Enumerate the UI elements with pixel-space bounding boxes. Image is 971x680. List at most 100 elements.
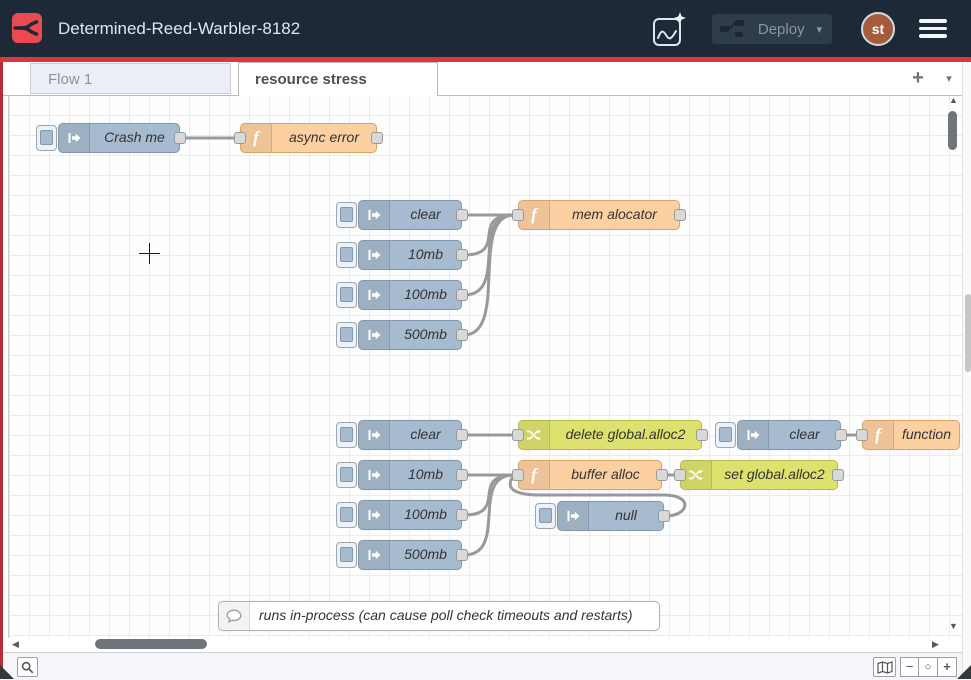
inject-button[interactable] — [715, 422, 736, 448]
accent-top-border — [0, 57, 971, 62]
tab-label: Flow 1 — [48, 71, 93, 88]
scroll-left-icon[interactable]: ◀ — [12, 639, 19, 649]
inject-button[interactable] — [336, 502, 357, 528]
node-100mb-2[interactable]: 100mb — [336, 500, 468, 530]
page-scrollbar-thumb[interactable] — [964, 294, 971, 372]
output-port[interactable] — [696, 429, 708, 441]
node-label: async error — [288, 129, 360, 145]
deploy-button[interactable]: Deploy ▾ — [712, 14, 832, 44]
flow-canvas[interactable] — [8, 95, 963, 638]
page-scrollbar-track[interactable] — [962, 62, 971, 679]
inject-button[interactable] — [336, 202, 357, 228]
inject-button[interactable] — [336, 242, 357, 268]
inject-button[interactable] — [336, 422, 357, 448]
output-port[interactable] — [835, 429, 847, 441]
add-flow-button[interactable]: + — [912, 67, 924, 89]
node-10mb-2[interactable]: 10mb — [336, 460, 468, 490]
input-port[interactable] — [674, 469, 686, 481]
node-crash-me[interactable]: Crash me — [36, 123, 186, 153]
tab-resource-stress[interactable]: resource stress — [238, 62, 438, 96]
input-port[interactable] — [856, 429, 868, 441]
flowfuse-logo[interactable] — [12, 13, 42, 43]
node-clear-3[interactable]: clear — [715, 420, 847, 450]
assistant-sparkle-icon[interactable] — [650, 10, 690, 50]
output-port[interactable] — [456, 509, 468, 521]
output-port[interactable] — [832, 469, 844, 481]
inject-button[interactable] — [336, 282, 357, 308]
deploy-caret-icon[interactable]: ▾ — [816, 23, 822, 36]
node-label: mem alocator — [572, 206, 657, 222]
inject-arrow-icon — [359, 461, 390, 489]
inject-arrow-icon — [359, 321, 390, 349]
input-port[interactable] — [234, 132, 246, 144]
user-avatar[interactable]: st — [861, 12, 895, 46]
wire-null-inject-to-buffer-alloc[interactable] — [508, 475, 687, 518]
output-port[interactable] — [456, 289, 468, 301]
horizontal-scrollbar-thumb[interactable] — [95, 639, 207, 649]
change-shuffle-icon — [681, 461, 712, 489]
inject-button[interactable] — [336, 322, 357, 348]
node-label: 100mb — [404, 506, 447, 522]
node-500mb-2[interactable]: 500mb — [336, 540, 468, 570]
svg-text:f: f — [875, 425, 883, 444]
tab-flow-1[interactable]: Flow 1 — [30, 63, 231, 94]
inject-button[interactable] — [336, 542, 357, 568]
output-port[interactable] — [174, 132, 186, 144]
node-clear-2[interactable]: clear — [336, 420, 468, 450]
wire-500mb-2-to-buffer-alloc[interactable] — [462, 473, 516, 557]
output-port[interactable] — [456, 209, 468, 221]
output-port[interactable] — [456, 549, 468, 561]
input-port[interactable] — [512, 429, 524, 441]
scroll-down-icon[interactable]: ▼ — [949, 621, 958, 631]
node-set-global-alloc2[interactable]: set global.alloc2 — [674, 460, 844, 490]
node-null-inject[interactable]: null — [535, 501, 670, 531]
zoom-reset-button[interactable]: ○ — [919, 657, 938, 677]
zoom-out-button[interactable]: − — [900, 657, 919, 677]
input-port[interactable] — [512, 469, 524, 481]
output-port[interactable] — [456, 429, 468, 441]
output-port[interactable] — [656, 469, 668, 481]
inject-arrow-icon — [359, 501, 390, 529]
node-delete-global-alloc2[interactable]: delete global.alloc2 — [512, 420, 708, 450]
tab-list-caret-icon[interactable]: ▾ — [946, 73, 952, 85]
node-label: buffer alloc — [571, 466, 640, 482]
navigator-button[interactable] — [873, 657, 896, 677]
node-label: 500mb — [404, 546, 447, 562]
main-menu-icon[interactable] — [919, 19, 947, 39]
zoom-in-button[interactable]: + — [938, 657, 957, 677]
node-async-error[interactable]: f async error — [234, 123, 383, 153]
inject-arrow-icon — [359, 541, 390, 569]
svg-text:f: f — [253, 128, 261, 147]
inject-arrow-icon — [359, 241, 390, 269]
inject-button[interactable] — [36, 125, 57, 151]
output-port[interactable] — [371, 132, 383, 144]
output-port[interactable] — [658, 510, 670, 522]
inject-button[interactable] — [535, 503, 556, 529]
inject-arrow-icon — [359, 421, 390, 449]
node-label: function — [901, 426, 952, 442]
node-100mb-1[interactable]: 100mb — [336, 280, 468, 310]
output-port[interactable] — [456, 249, 468, 261]
node-500mb-1[interactable]: 500mb — [336, 320, 468, 350]
node-comment-1[interactable]: runs in-process (can cause poll check ti… — [218, 601, 660, 631]
node-label: 500mb — [404, 326, 447, 342]
inject-button[interactable] — [336, 462, 357, 488]
wire-500mb-1-to-mem-alocator[interactable] — [462, 213, 516, 337]
scroll-up-icon[interactable]: ▲ — [949, 95, 958, 105]
input-port[interactable] — [512, 209, 524, 221]
vertical-scrollbar-thumb[interactable] — [948, 111, 957, 150]
function-icon: f — [241, 124, 272, 152]
output-port[interactable] — [674, 209, 686, 221]
node-clear-1[interactable]: clear — [336, 200, 468, 230]
node-10mb-1[interactable]: 10mb — [336, 240, 468, 270]
node-label: clear — [410, 206, 441, 222]
node-function-1[interactable]: f function — [856, 420, 960, 450]
search-button[interactable] — [17, 657, 38, 677]
output-port[interactable] — [456, 329, 468, 341]
output-port[interactable] — [456, 469, 468, 481]
resize-grip — [957, 665, 971, 679]
scroll-right-icon[interactable]: ▶ — [932, 639, 939, 649]
resize-grip — [0, 665, 14, 679]
